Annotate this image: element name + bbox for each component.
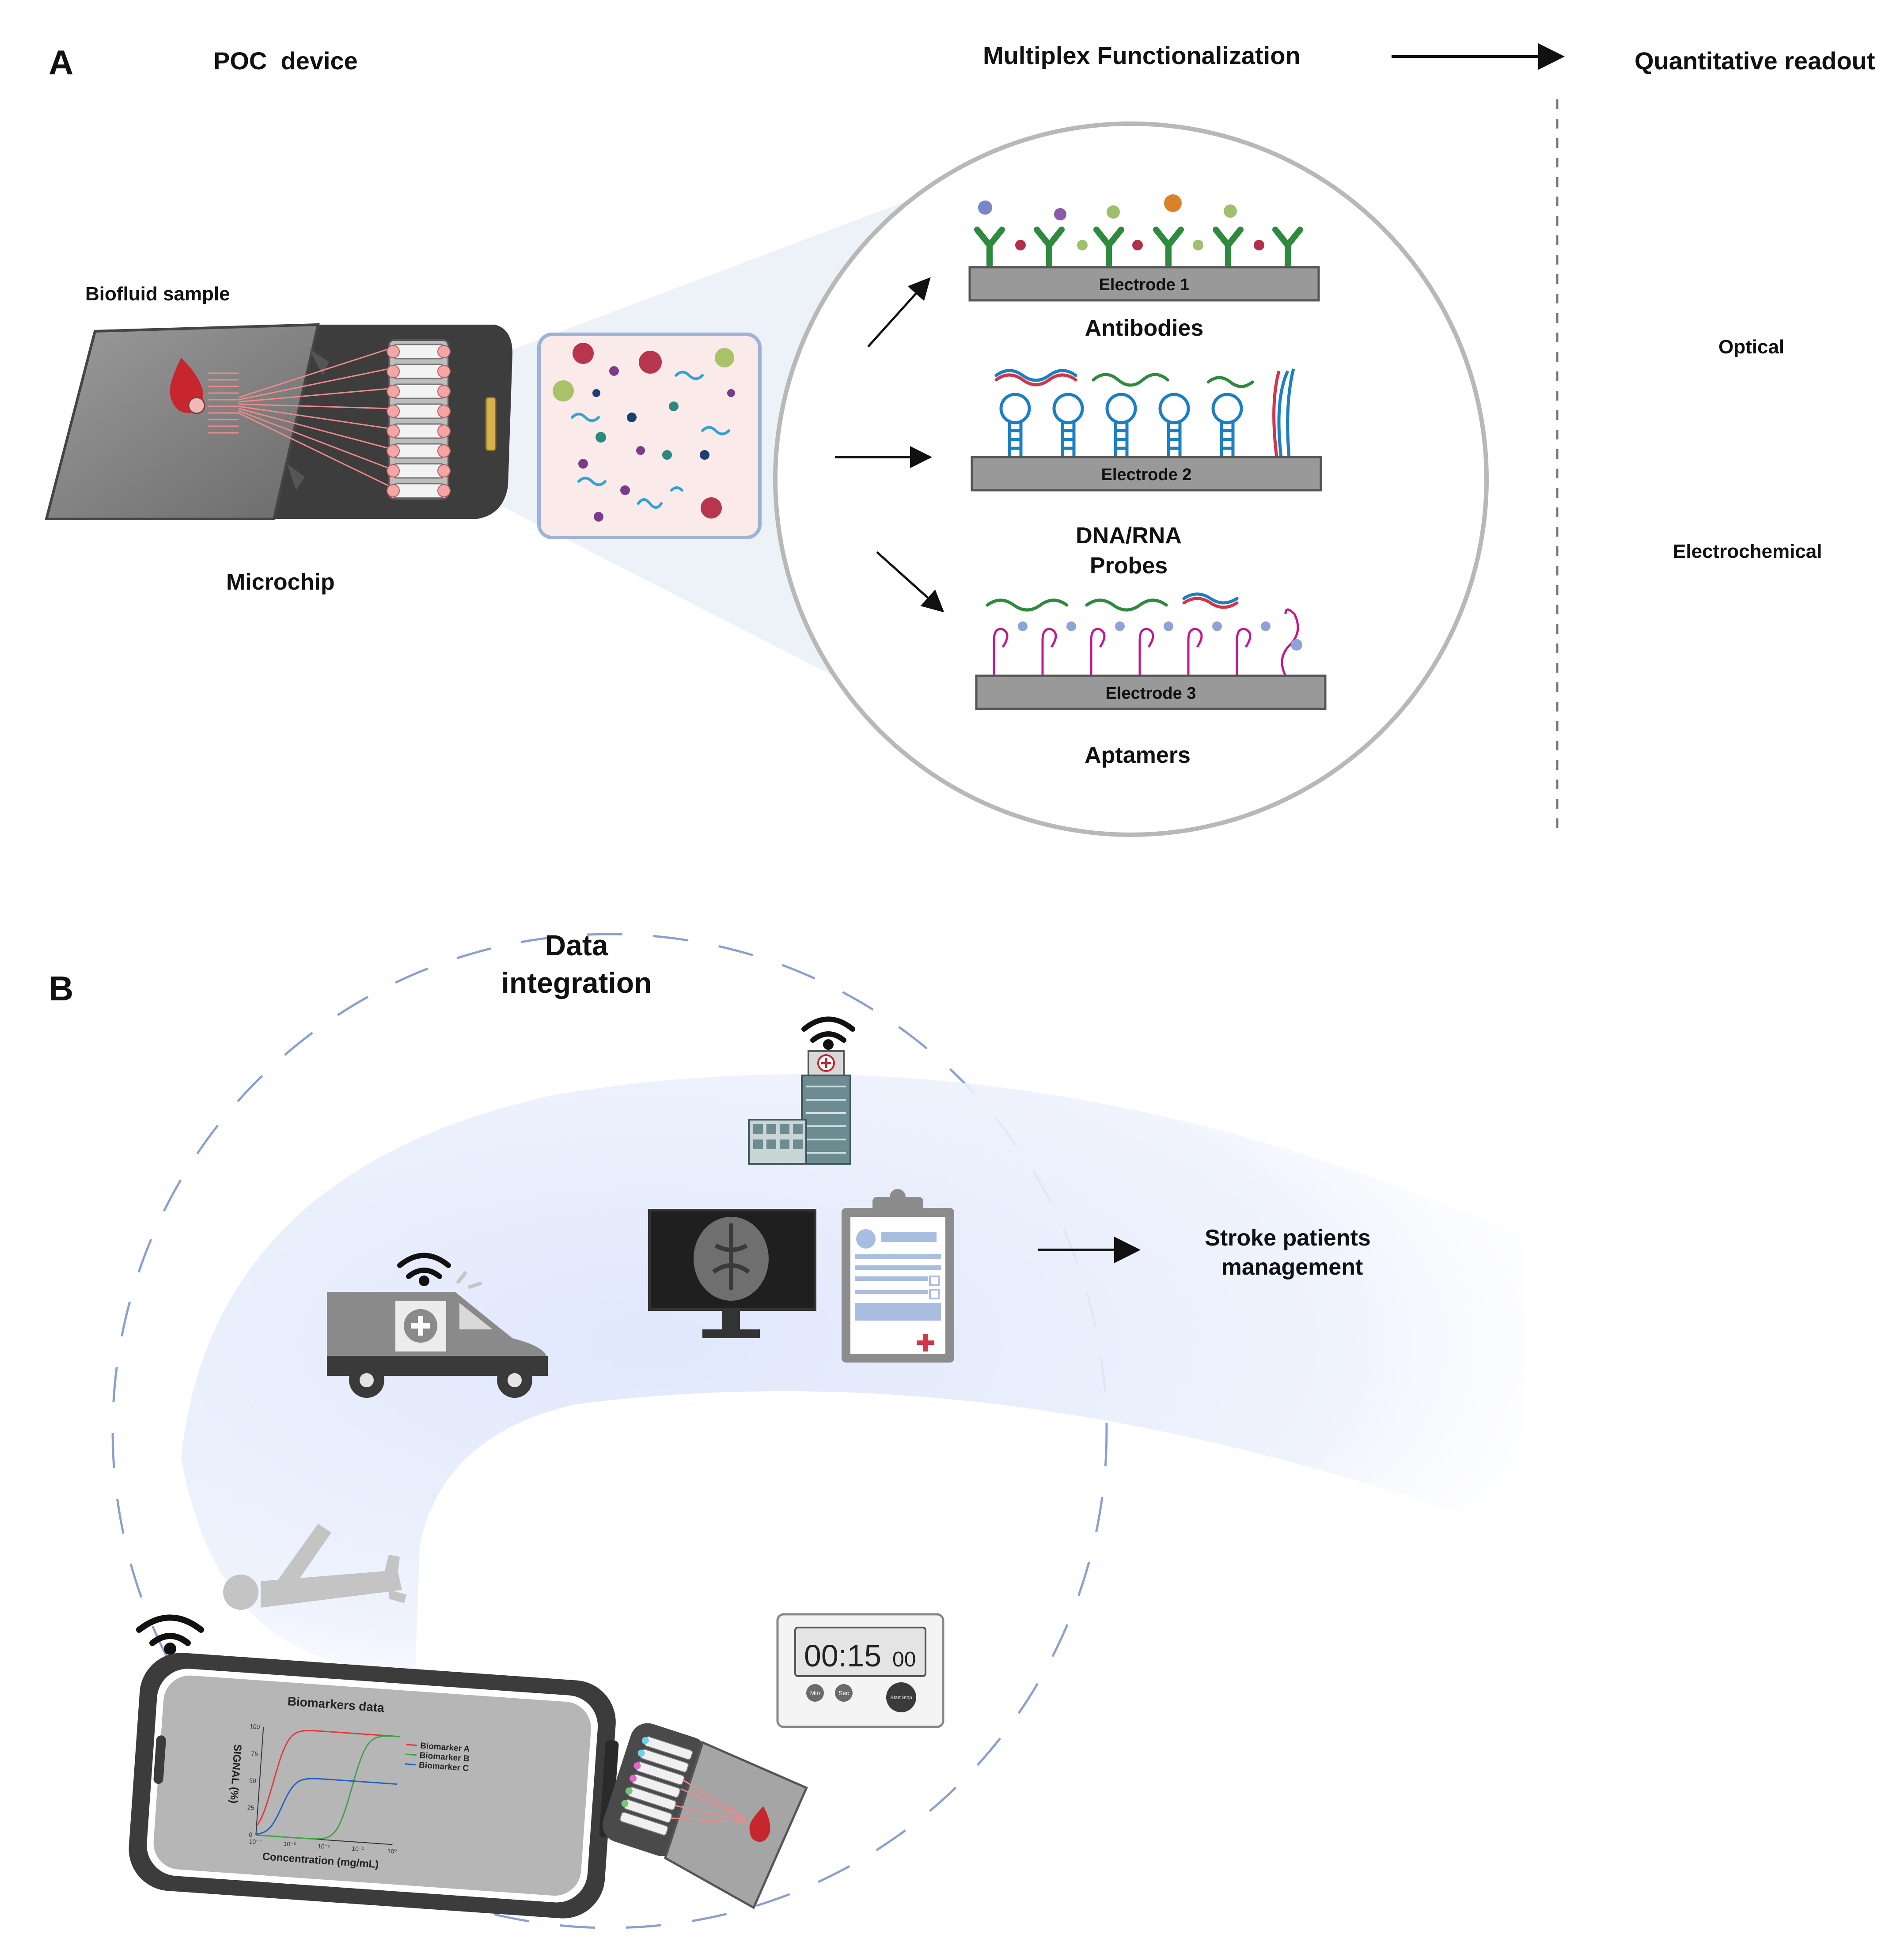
aptamer-targets xyxy=(1018,621,1302,651)
timer-sec-button[interactable] xyxy=(835,1684,853,1702)
chart-y-tick-label: 25 xyxy=(247,1804,254,1811)
bound-antigens xyxy=(978,194,1264,250)
stroke-management-line2: management xyxy=(1221,1254,1363,1280)
chart-series-line xyxy=(256,1778,397,1835)
chart-y-tick-label: 0 xyxy=(249,1831,253,1839)
hairpin-probes xyxy=(999,368,1295,458)
sensor-array xyxy=(387,339,497,500)
data-integration-title-line1: Data xyxy=(545,929,608,962)
attached-microchip xyxy=(603,1723,808,1909)
readout-electrochemical-label: Electrochemical xyxy=(1673,541,1822,562)
target-strands xyxy=(994,369,1254,388)
chart-series-line xyxy=(256,1730,400,1827)
attached-blood-drop-icon xyxy=(749,1806,770,1842)
electrode-1-label: Electrode 1 xyxy=(1099,276,1190,294)
antibody-electrode: Electrode 1 Antibodies xyxy=(968,194,1320,341)
chart-y-tick-label: 50 xyxy=(249,1777,257,1784)
arrow-to-aptamers xyxy=(876,551,944,613)
chart-x-tick-label: 10⁻² xyxy=(317,1843,330,1851)
chart-x-tick-label: 10⁻¹ xyxy=(352,1845,364,1853)
antibodies-label: Antibodies xyxy=(1085,315,1204,341)
timer-min-button[interactable] xyxy=(806,1684,824,1702)
electrode-2-label: Electrode 2 xyxy=(1101,466,1192,484)
probes-label-line2: Probes xyxy=(1090,553,1168,579)
probe-electrode: Electrode 2 DNA/RNA Probes xyxy=(971,368,1322,579)
timer-sec-label: Sec xyxy=(838,1689,849,1696)
aptamer-strands xyxy=(993,608,1299,677)
chart-x-tick-label: 10⁰ xyxy=(387,1847,397,1855)
timer-seconds: 00 xyxy=(892,1648,916,1671)
panel-b: B Data integration xyxy=(49,929,1524,1929)
microfluidic-channels xyxy=(208,348,389,487)
timer-min-label: Min xyxy=(810,1689,820,1696)
microchip-label: Microchip xyxy=(226,569,335,595)
hospital-icon xyxy=(748,1016,855,1165)
biofluid-sample-label: Biofluid sample xyxy=(85,283,230,305)
sample-zoom-square xyxy=(537,333,762,539)
medical-record-clipboard-icon xyxy=(842,1189,954,1363)
electrode-3-label: Electrode 3 xyxy=(1106,684,1196,703)
timer-icon: 00:15 00 Min Sec Start Stop xyxy=(776,1613,944,1728)
probes-label-line1: DNA/RNA xyxy=(1076,523,1182,549)
chart-y-tick-label: 75 xyxy=(251,1750,258,1757)
integration-dashed-circle xyxy=(111,933,1108,1929)
electrode-3-bar xyxy=(975,674,1327,710)
panel-b-label: B xyxy=(49,969,73,1008)
ambulance-icon xyxy=(327,1253,548,1398)
chart-plot-area: 10⁻⁴ 10⁻³ 10⁻² 10⁻¹ 10⁰ 0 25 50 75 100 xyxy=(247,1722,400,1855)
sample-inlet xyxy=(188,397,205,414)
quantitative-readout-title: Quantitative readout xyxy=(1635,47,1875,75)
readout-optical-label: Optical xyxy=(1718,336,1784,358)
poc-device-title: POC device xyxy=(213,47,358,75)
flow-band xyxy=(181,1074,1524,1670)
electrode-2-bar xyxy=(971,456,1322,492)
panel-a-label: A xyxy=(49,43,73,82)
ambulance-wifi-icon xyxy=(397,1253,451,1279)
antibody-array xyxy=(974,227,1303,268)
data-integration-title-line2: integration xyxy=(501,966,652,999)
nucleic-acid-fragments xyxy=(571,371,730,509)
aptamer-competitor-strands xyxy=(986,592,1239,612)
chart-y-axis xyxy=(255,1727,264,1835)
aptamer-electrode: Electrode 3 Aptamers xyxy=(975,592,1327,768)
phone-wifi-icon xyxy=(136,1614,204,1646)
timer-start-stop-label: Start Stop xyxy=(891,1695,912,1700)
hybridized-target-strand xyxy=(1272,371,1281,458)
chip-plate xyxy=(45,323,320,520)
stroke-management-line1: Stroke patients xyxy=(1205,1225,1371,1251)
brain-scan-monitor-icon xyxy=(648,1209,816,1338)
chip-notch xyxy=(287,349,329,490)
patient-icon xyxy=(223,1524,406,1610)
multiplex-functionalization-title: Multiplex Functionalization xyxy=(983,42,1301,69)
timer-start-stop-button[interactable] xyxy=(886,1682,916,1712)
chart-legend-swatch xyxy=(405,1763,416,1766)
chart-x-tick-label: 10⁻⁴ xyxy=(249,1838,262,1846)
chart-series-line xyxy=(256,1735,400,1840)
chart-legend-swatch xyxy=(405,1753,417,1756)
timer-display: 00:15 xyxy=(804,1639,881,1673)
panel-a: A POC device Multiplex Functionalization… xyxy=(45,42,1875,837)
aptamers-label: Aptamers xyxy=(1085,742,1191,768)
chart-y-tick-label: 100 xyxy=(249,1722,260,1730)
electrode-1-bar xyxy=(968,266,1320,302)
arrow-to-antibodies xyxy=(867,277,931,348)
sample-particles xyxy=(553,343,735,522)
wifi-icon xyxy=(801,1016,855,1043)
chart-x-tick-label: 10⁻³ xyxy=(283,1840,296,1848)
